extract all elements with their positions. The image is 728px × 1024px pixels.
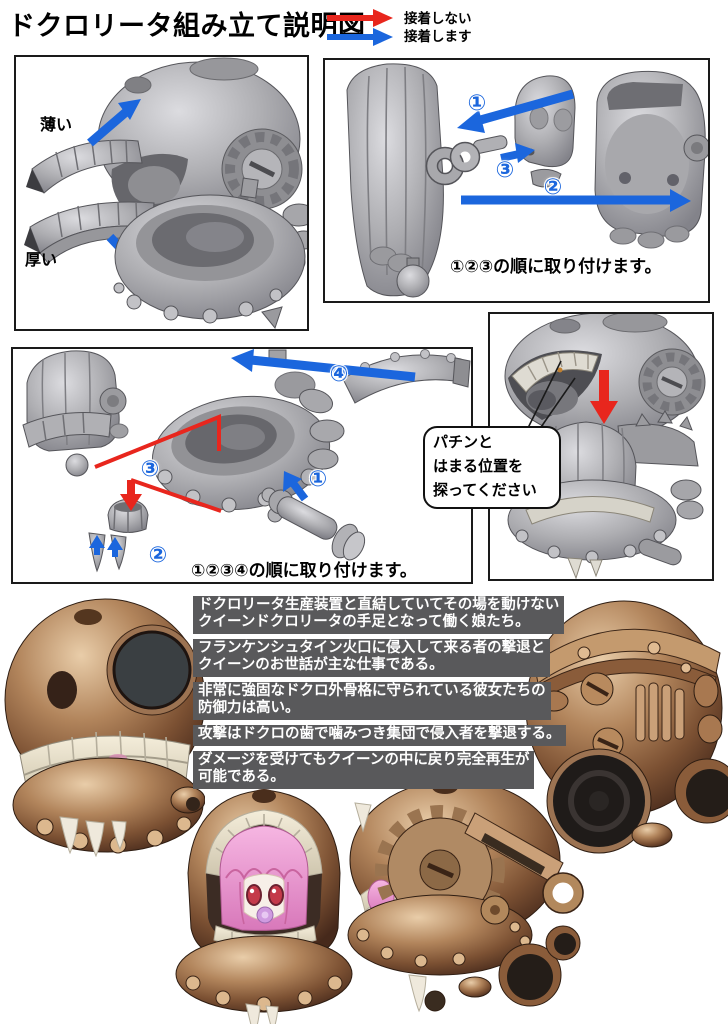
figure-front-view-render: [175, 789, 353, 1024]
glue-arrow: [461, 189, 691, 212]
figure-side-view-render: [347, 779, 584, 1013]
description-paragraph: 攻撃はドクロの歯で噛みつき集団で侵入者を撃退する。: [193, 725, 566, 746]
glue-arrow: [87, 99, 141, 147]
legend-glue-label: 接着します: [404, 29, 472, 44]
snap-fit-speech-bubble: パチンと はまる位置を 探ってください: [423, 426, 561, 509]
step-number: ③: [140, 456, 160, 481]
description-paragraph: 非常に強固なドクロ外骨格に守られている彼女たちの 防御力は高い。: [193, 682, 551, 720]
body-assembly-illustration: [22, 349, 471, 573]
page-title: ドクロリータ組み立て説明図: [8, 11, 366, 41]
step-number: ③: [495, 157, 515, 182]
description-paragraph: ダメージを受けてもクイーンの中に戻り完全再生が 可能である。: [193, 751, 535, 789]
step-number: ④: [329, 361, 349, 386]
step-number: ①: [308, 466, 328, 491]
panel-body-assembly: ④ ③ ② ① ①②③④の順に取り付けます。: [11, 347, 473, 584]
skull-teeth-illustration: [24, 57, 307, 329]
glue-arrow: [457, 89, 575, 133]
skull-cap-part: [97, 57, 303, 219]
girl-head-with-jaw-part: [22, 350, 129, 477]
panel-skull-teeth: [14, 55, 309, 331]
assembly-order-caption: ①②③④の順に取り付けます。: [191, 561, 417, 580]
thin-teeth-label: 薄い: [40, 117, 73, 134]
upper-teeth-part: [26, 139, 143, 194]
description-paragraph: ドクロリータ生産装置と直結していてその場を動けない クイーンドクロリータの手足と…: [193, 596, 565, 634]
no-glue-arrow: [590, 370, 618, 424]
red-arrow-icon: [327, 9, 393, 27]
no-glue-leader-lines: [94, 414, 222, 513]
description-paragraph: フランケンシュタイン火口に侵入して来る者の撃退と クイーンのお世話が主な仕事であ…: [193, 639, 551, 677]
figure-front-quarter-view-render: [4, 598, 205, 857]
legend-no-glue-label: 接着しない: [404, 11, 472, 26]
figure-back-view-render: [525, 600, 728, 854]
blue-arrow-icon: [327, 28, 393, 46]
hair-part: [346, 63, 444, 298]
panel-head-assembly: ① ③ ② ①②③の順に取り付けます。: [323, 58, 710, 303]
head-assembly-illustration: [346, 63, 708, 298]
glue-arrow: [89, 535, 123, 557]
hands-part: [425, 135, 508, 186]
glue-arrow: [500, 143, 535, 163]
lower-jaw-part: [113, 177, 307, 329]
glue-arrow: [231, 349, 416, 382]
description-text-column: ドクロリータ生産装置と直結していてその場を動けない クイーンドクロリータの手足と…: [193, 596, 566, 794]
thick-teeth-label: 厚い: [25, 252, 58, 269]
step-number: ②: [148, 542, 168, 567]
step-number: ①: [467, 90, 487, 115]
step-number: ②: [543, 174, 563, 199]
body-shell-part: [594, 70, 708, 249]
glue-arrow: [283, 471, 309, 502]
legend-arrow-icons: [327, 9, 393, 46]
assembly-order-caption: ①②③の順に取り付けます。: [450, 257, 662, 276]
exhaust-pipe-part: [261, 487, 366, 561]
